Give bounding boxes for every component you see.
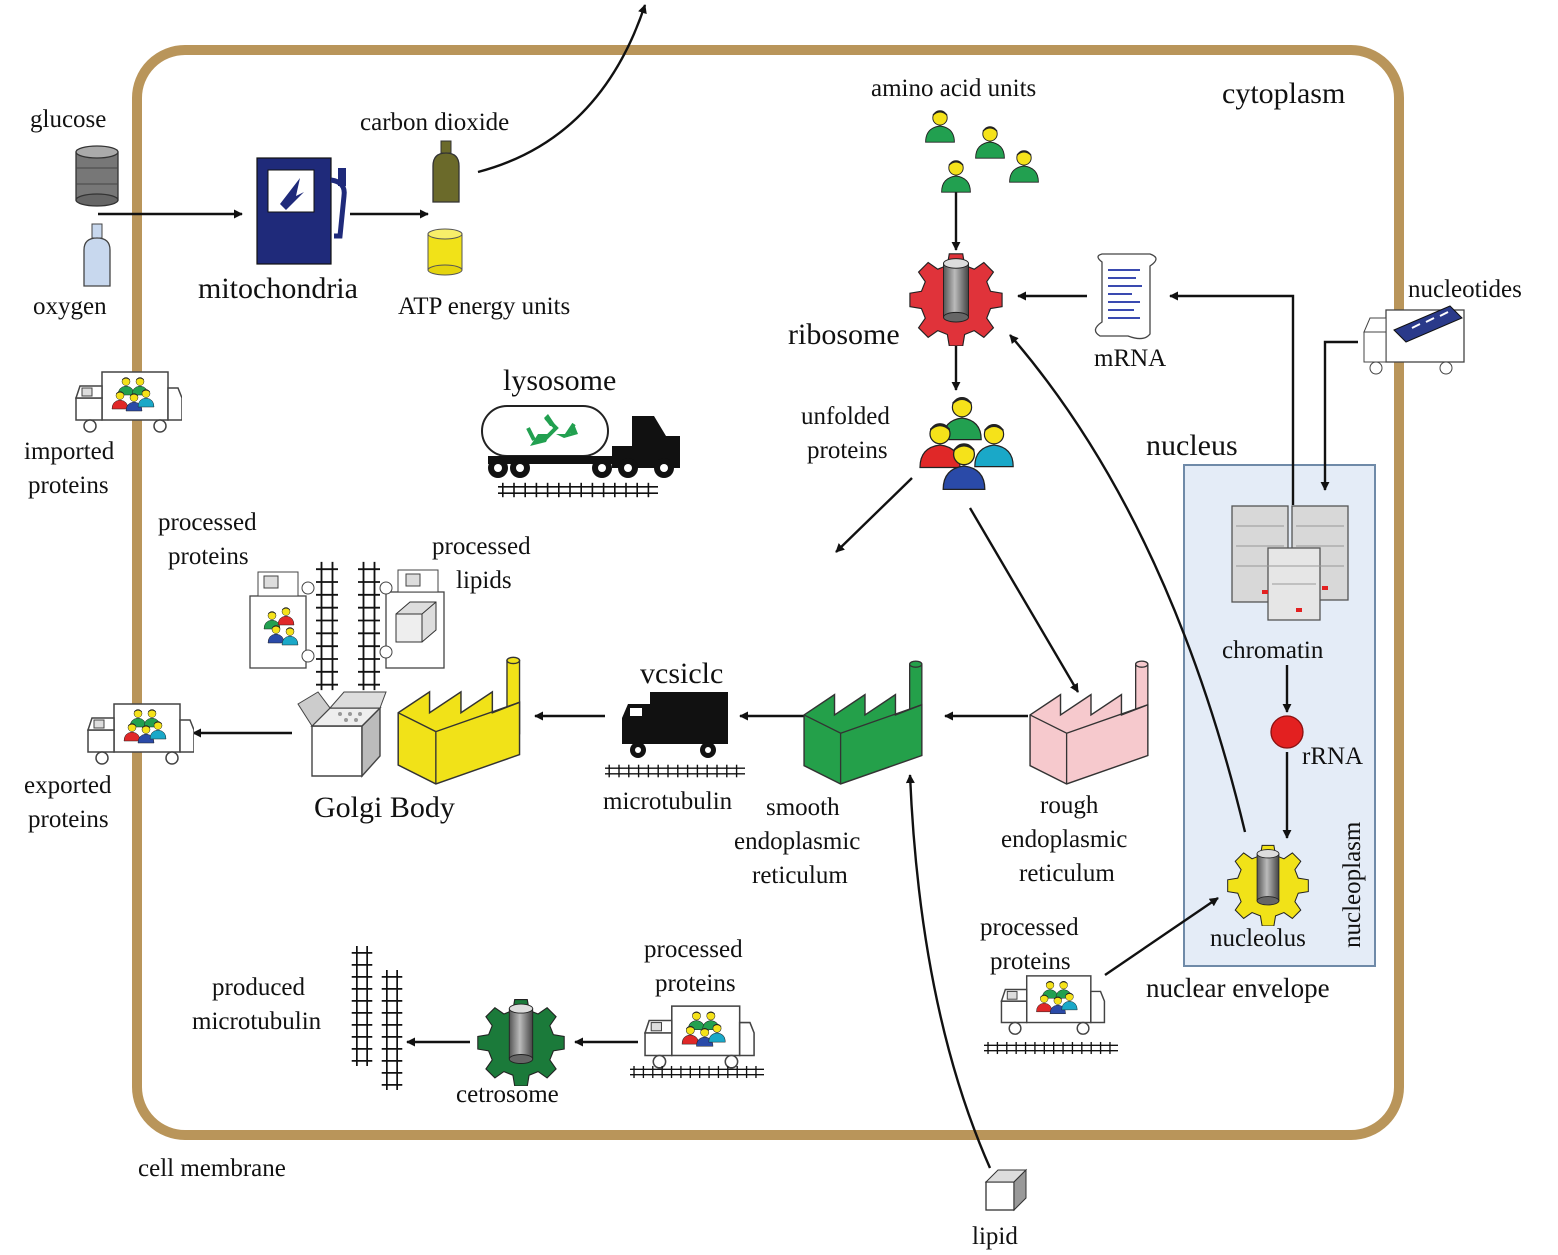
lysosome-track-icon [496,482,660,498]
lipid-label: lipid [972,1223,1018,1250]
nucleoplasm-label: nucleoplasm [1339,821,1366,948]
produced-microtubulin-ladder-2 [380,970,404,1090]
mitochondria-label: mitochondria [198,272,358,305]
lysosome-tanker-icon [481,405,680,478]
rrna-dot-icon [1270,715,1304,749]
oxygen-label: oxygen [33,293,107,320]
smooth-er-factory-icon [803,660,923,785]
processed-proteins-truck-mid-icon [645,1006,754,1068]
lipid-cube-icon [984,1168,1028,1212]
carbon-dioxide-bottle-icon [432,140,460,203]
processed-lipids-label-1: processed [432,533,531,560]
produced-microtubulin-label-2: microtubulin [192,1008,322,1035]
processed-proteins-top-label-2: proteins [168,543,249,570]
vesicle-truck-icon [622,692,728,758]
lysosome-label: lysosome [503,364,616,397]
golgi-factory-icon [397,656,521,785]
microtubulin-label: microtubulin [603,788,733,815]
vesicle-label: vcsiclc [640,657,723,690]
processed-proteins-right-label-2: proteins [990,948,1071,975]
labels: cytoplasm glucose oxygen mitochondria ca… [24,75,1522,1250]
amino-acid-units-label: amino acid units [871,75,1036,102]
processed-proteins-right-label-1: processed [980,914,1079,941]
rough-er-label-2: endoplasmic [1001,826,1127,853]
nucleolus-label: nucleolus [1210,925,1306,952]
processed-proteins-top-label-1: processed [158,509,257,536]
chromatin-servers-icon [1231,505,1349,621]
glucose-barrel-icon [75,145,119,207]
rough-er-label-3: reticulum [1019,860,1115,887]
nucleotides-truck-icon [1363,305,1465,375]
processed-proteins-truck-right-icon [1001,976,1104,1034]
cell-membrane-outline [132,45,1404,1140]
imported-proteins-label-2: proteins [28,472,109,499]
mrna-label: mRNA [1094,345,1166,372]
arrows [98,4,1358,1169]
carbon-dioxide-label: carbon dioxide [360,109,509,136]
ribosome-gear-icon [909,253,1003,346]
golgi-body-label: Golgi Body [314,791,455,824]
produced-microtubulin-ladder-1 [350,946,374,1066]
centrosome-gear-icon [477,999,565,1086]
unfolded-proteins-label-2: proteins [807,437,888,464]
mitochondria-pump-icon [256,157,347,265]
processed-proteins-track-mid-icon [630,1065,764,1079]
mrna-scroll-icon [1094,253,1157,340]
exported-proteins-label-2: proteins [28,806,109,833]
processed-proteins-mid-label-2: proteins [655,970,736,997]
ribosome-label: ribosome [788,318,900,351]
nucleus-label: nucleus [1146,429,1238,462]
processed-lipids-label-2: lipids [456,567,512,594]
rough-er-label-1: rough [1040,792,1099,819]
centrosome-label: cetrosome [456,1081,559,1108]
smooth-er-label-1: smooth [766,794,840,821]
nucleotides-label: nucleotides [1408,276,1522,303]
golgi-loading-dock-icon [249,560,445,692]
unfolded-proteins-crowd-icon [919,396,1014,491]
golgi-box-icon [297,691,387,778]
rough-er-factory-icon [1029,660,1149,785]
atp-cylinder-icon [427,228,463,276]
oxygen-bottle-icon [83,223,111,287]
exported-proteins-label-1: exported [24,772,112,799]
processed-proteins-track-right-icon [984,1041,1118,1055]
nuclear-envelope-label: nuclear envelope [1146,973,1330,1003]
amino-acid-people-icon [925,110,1039,193]
atp-label: ATP energy units [398,293,570,320]
imported-proteins-truck-icon [76,372,182,432]
nucleolus-gear-icon [1227,844,1309,926]
vesicle-track-icon [604,764,746,778]
chromatin-label: chromatin [1222,637,1324,664]
cytoplasm-label: cytoplasm [1222,77,1345,110]
smooth-er-label-3: reticulum [752,862,848,889]
unfolded-proteins-label-1: unfolded [801,403,890,430]
smooth-er-label-2: endoplasmic [734,828,860,855]
processed-proteins-mid-label-1: processed [644,936,743,963]
imported-proteins-label-1: imported [24,438,115,465]
rrna-label: rRNA [1302,743,1363,770]
glucose-label: glucose [30,106,106,133]
cell-membrane-label: cell membrane [138,1155,286,1182]
produced-microtubulin-label-1: produced [212,974,306,1001]
